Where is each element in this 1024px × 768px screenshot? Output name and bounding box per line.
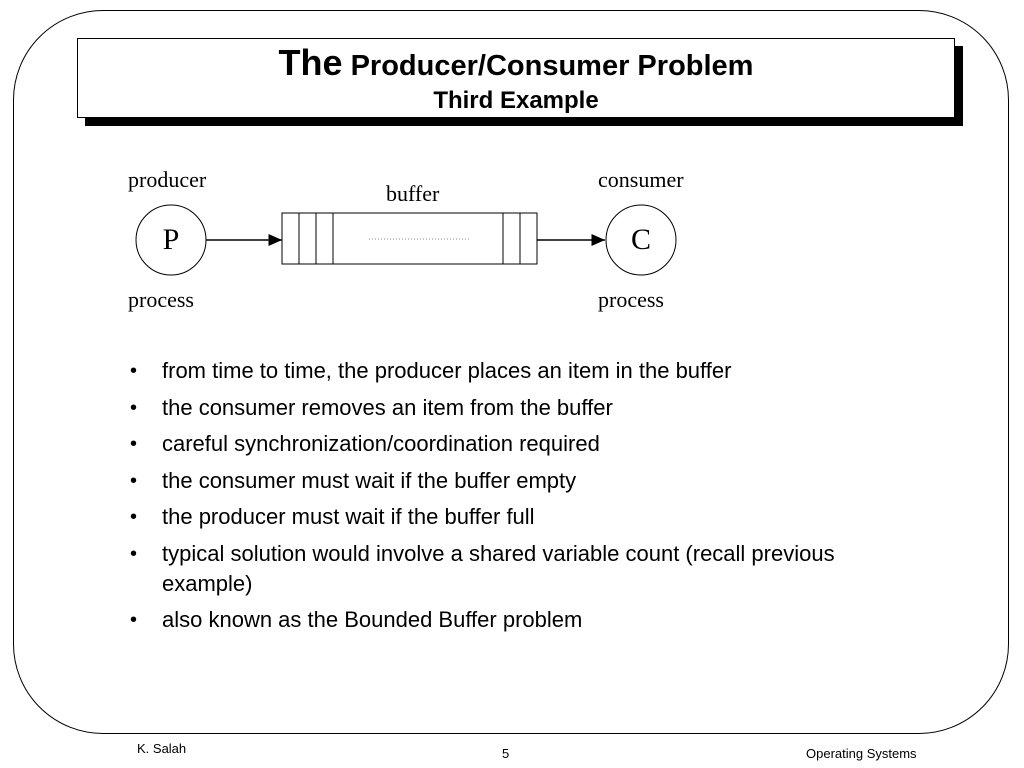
consumer-label: consumer (598, 167, 684, 192)
buffer-queue (281, 212, 538, 265)
footer-course: Operating Systems (806, 746, 917, 761)
title-main: Producer/Consumer Problem (350, 50, 754, 82)
bullet-dot: • (130, 433, 138, 455)
consumer-node (605, 204, 677, 276)
bullet-dot: • (130, 396, 138, 419)
bullet-text: typical solution would involve a shared … (162, 540, 835, 596)
bullet-text: careful synchronization/coordination req… (162, 431, 600, 456)
title-prefix: The (278, 42, 343, 83)
bullet-item: • the producer must wait if the buffer fu… (128, 502, 908, 532)
bullet-list: • from time to time, the producer places … (128, 356, 908, 642)
bullet-item: • also known as the Bounded Buffer proble… (128, 605, 908, 635)
bullet-text: the producer must wait if the buffer ful… (162, 504, 535, 529)
bullet-item: • the consumer removes an item from the b… (128, 393, 908, 423)
slide-frame (13, 10, 1009, 734)
consumer-process-label: process (598, 287, 664, 312)
buffer-label: buffer (386, 181, 440, 206)
bullet-text: from time to time, the producer places a… (162, 358, 732, 383)
bullet-dot: • (130, 609, 138, 631)
footer-page-number: 5 (502, 746, 510, 761)
bullet-text: also known as the Bounded Buffer problem (162, 607, 583, 632)
producer-label: producer (128, 167, 207, 192)
footer-author: K. Salah (137, 741, 187, 756)
slide-title: The Producer/Consumer Problem (78, 41, 954, 88)
producer-letter: P (162, 223, 180, 256)
bullet-item: • the consumer must wait if the buffer em… (128, 466, 908, 496)
bullet-item: • typical solution would involve a shared… (128, 539, 908, 599)
bullet-dot: • (130, 542, 138, 565)
bullet-dot: • (130, 506, 138, 528)
bullet-text: the consumer removes an item from the bu… (162, 394, 613, 420)
bullet-item: • careful synchronization/coordination re… (128, 429, 908, 459)
title-box: The Producer/Consumer Problem Third Exam… (77, 38, 955, 118)
producer-process-label: process (128, 287, 194, 312)
consumer-letter: C (630, 223, 651, 256)
producer-consumer-diagram (135, 204, 677, 276)
bullet-dot: • (130, 360, 138, 382)
bullet-dot: • (130, 469, 138, 492)
bullet-text: the consumer must wait if the buffer emp… (162, 467, 577, 493)
slide-subtitle: Third Example (433, 87, 599, 114)
bullet-item: • from time to time, the producer places … (128, 356, 908, 386)
